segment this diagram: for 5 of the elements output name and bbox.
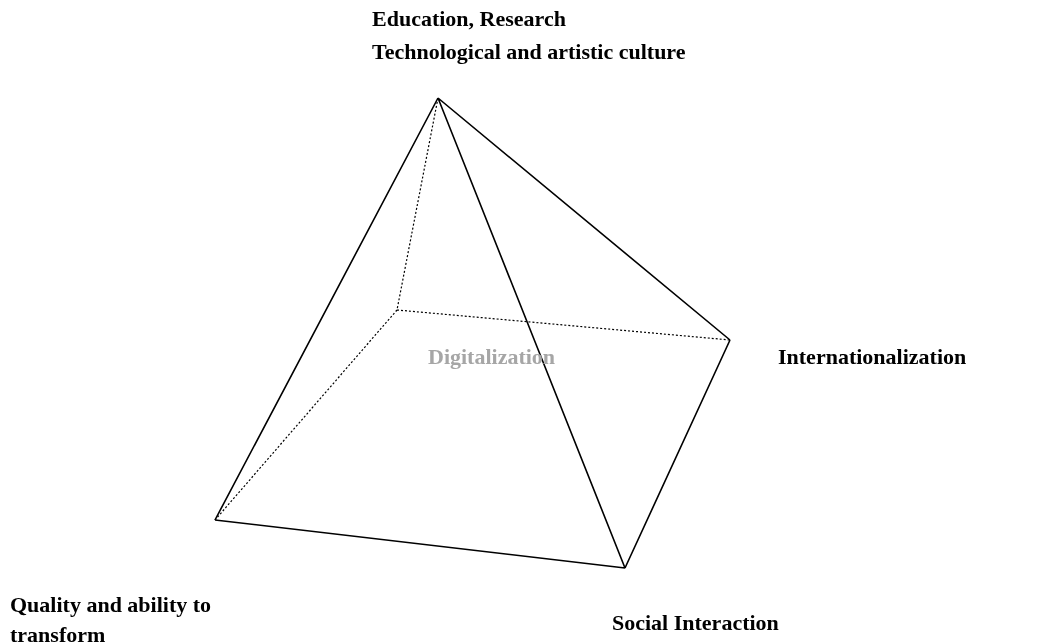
vertex-label: Social Interaction bbox=[612, 609, 779, 637]
vertex-label: Quality and ability to transform bbox=[10, 591, 213, 643]
vertex-label: Internationalization bbox=[778, 343, 967, 371]
vertex-label: Education, Research bbox=[372, 5, 566, 33]
vertex-label: Technological and artistic culture bbox=[372, 38, 686, 66]
